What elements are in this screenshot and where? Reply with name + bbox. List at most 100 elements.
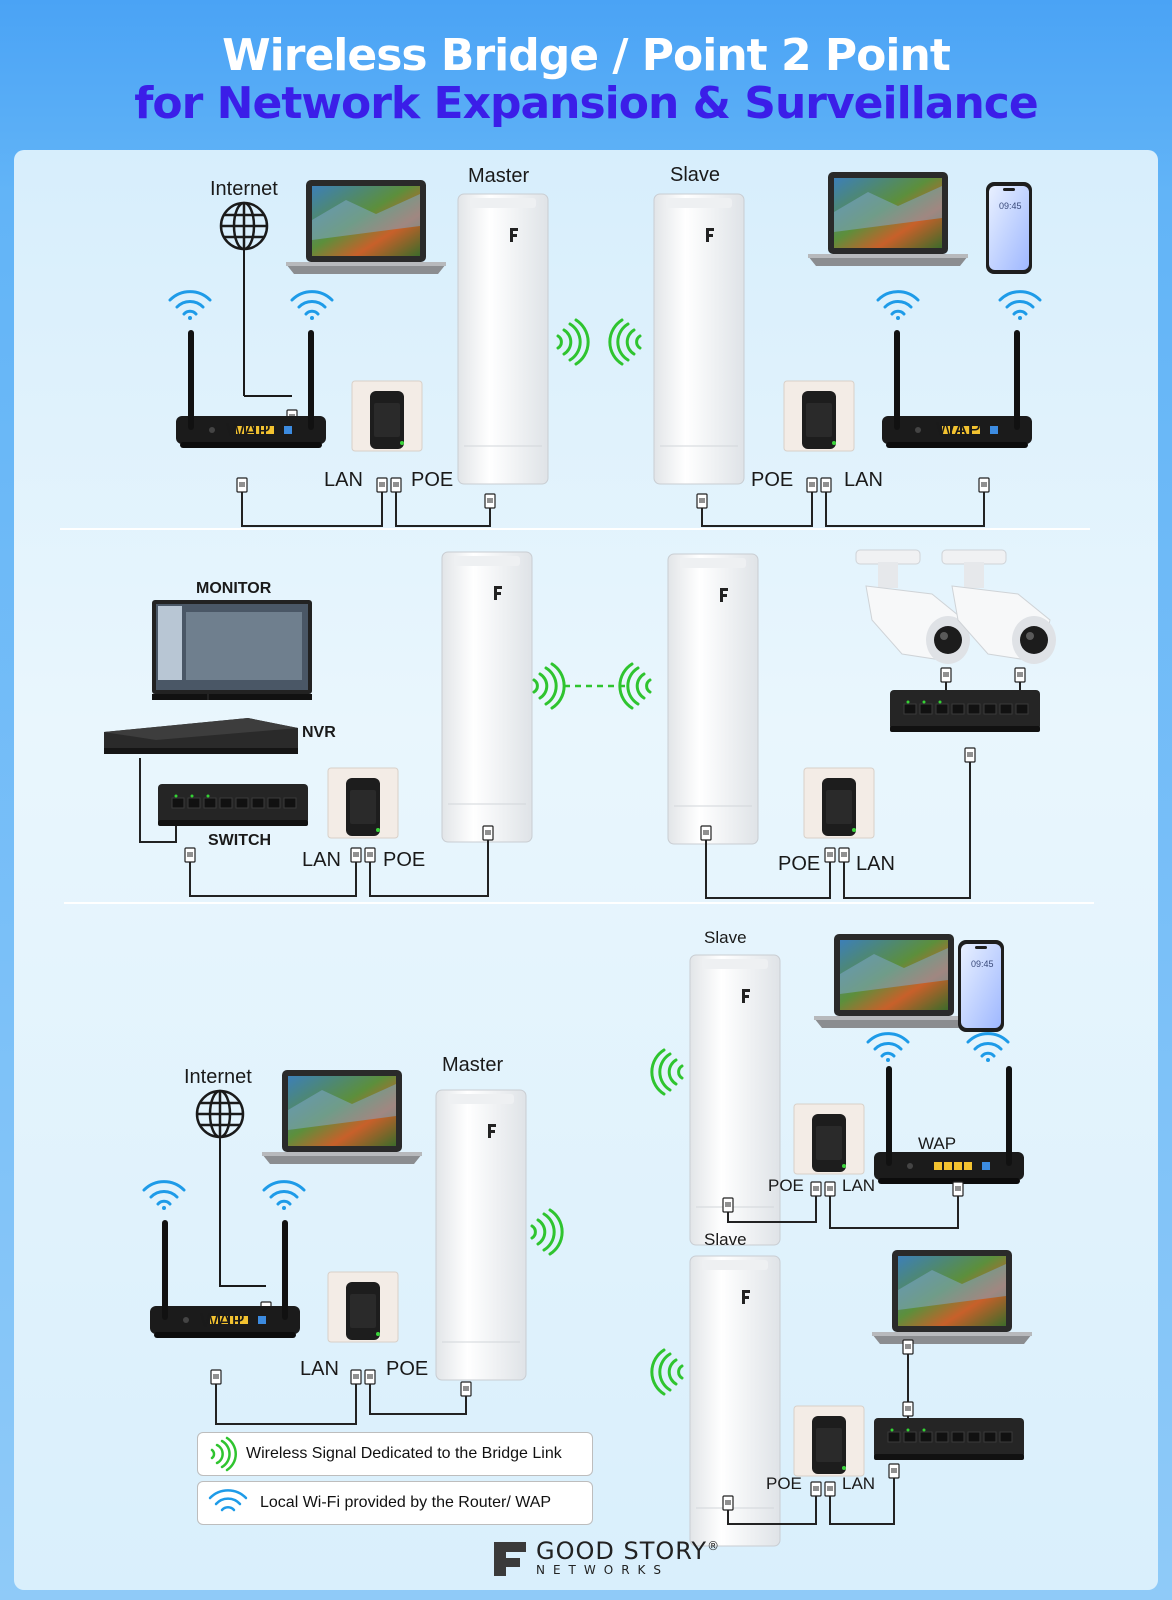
lan-label: LAN: [842, 1474, 876, 1493]
rj45-icon: [902, 1339, 914, 1355]
rj45-icon: [978, 477, 990, 493]
phone-time: 09:45: [971, 959, 994, 969]
poe-label: POE: [778, 853, 821, 875]
phone-icon: [986, 182, 1032, 274]
switch-icon: [873, 1417, 1025, 1461]
laptop-icon: [286, 180, 446, 274]
wifi-icon: [966, 1032, 1010, 1064]
bridge-signal-icon: [530, 1208, 564, 1256]
rj45-icon: [390, 477, 402, 493]
lan-label: LAN: [842, 1176, 876, 1195]
cpe-master-icon: [457, 193, 549, 485]
bridge-signal-icon: [608, 318, 642, 366]
slave-label: Slave: [704, 928, 747, 947]
diagram-panel: [14, 150, 1158, 1590]
lan-label: LAN: [324, 469, 363, 491]
rj45-icon: [810, 1481, 822, 1497]
rj45-icon: [460, 1381, 472, 1397]
wap-label: WAP: [200, 1310, 245, 1332]
rj45-icon: [940, 667, 952, 683]
wap-label: WAP: [226, 420, 271, 442]
brand-mark-icon: [494, 1542, 526, 1576]
rj45-icon: [722, 1197, 734, 1213]
wifi-icon: [290, 290, 334, 322]
poe-label: POE: [411, 469, 454, 491]
cpe-slave-icon: [667, 553, 759, 845]
internet-label: Internet: [184, 1066, 252, 1088]
rj45-icon: [1014, 667, 1026, 683]
rj45-icon: [824, 1181, 836, 1197]
master-label: Master: [468, 165, 530, 187]
title-line-1: Wireless Bridge / Point 2 Point: [222, 30, 951, 81]
wifi-icon: [866, 1032, 910, 1064]
rj45-icon: [482, 825, 494, 841]
scene3-cables: [215, 1196, 959, 1525]
router-icon: [874, 1066, 1024, 1184]
rj45-icon: [838, 847, 850, 863]
rj45-icon: [810, 1181, 822, 1197]
rj45-icon: [824, 1481, 836, 1497]
legend-bridge: Wireless Signal Dedicated to the Bridge …: [197, 1432, 593, 1476]
wifi-icon: [998, 290, 1042, 322]
rj45-icon: [350, 847, 362, 863]
rj45-icon: [236, 477, 248, 493]
rj45-icon: [964, 747, 976, 763]
poe-injector-icon: [783, 380, 855, 452]
laptop-icon: [872, 1250, 1032, 1344]
rj45-icon: [484, 493, 496, 509]
bridge-signal-icon: [210, 1436, 237, 1472]
rj45-icon: [350, 1369, 362, 1385]
section-divider-1: [60, 528, 1090, 530]
brand-logo: GOOD STORY® NETWORKS: [490, 1538, 719, 1578]
laptop-icon: [814, 934, 974, 1028]
rj45-icon: [700, 825, 712, 841]
wifi-icon: [142, 1180, 186, 1212]
internet-label: Internet: [210, 178, 278, 200]
legend-wifi-text: Local Wi-Fi provided by the Router/ WAP: [260, 1494, 552, 1511]
rj45-icon: [364, 847, 376, 863]
rj45-icon: [210, 1369, 222, 1385]
master-label: Master: [442, 1054, 504, 1076]
rj45-icon: [902, 1401, 914, 1417]
cpe-slave-icon: [689, 1255, 781, 1547]
legend-wifi: Local Wi-Fi provided by the Router/ WAP: [197, 1481, 593, 1525]
rj45-icon: [820, 477, 832, 493]
poe-injector-icon: [327, 767, 399, 839]
brand-sub: NETWORKS: [536, 1563, 670, 1577]
lan-label: LAN: [302, 849, 341, 871]
poe-injector-icon: [351, 380, 423, 452]
camera-icon: [855, 549, 971, 665]
cpe-master-icon: [435, 1089, 527, 1381]
nvr-label: NVR: [302, 724, 336, 741]
brand-registered: ®: [707, 1539, 720, 1553]
internet-cable: [219, 1138, 266, 1287]
rj45-icon: [952, 1181, 964, 1197]
poe-label: POE: [751, 469, 794, 491]
rj45-icon: [696, 493, 708, 509]
scene1-cables: [241, 492, 985, 527]
cpe-master-icon: [441, 551, 533, 843]
poe-injector-icon: [803, 767, 875, 839]
rj45-icon: [184, 847, 196, 863]
rj45-icon: [888, 1463, 900, 1479]
poe-label: POE: [383, 849, 426, 871]
bridge-signal-icon: [650, 1048, 684, 1096]
slave-label: Slave: [670, 164, 721, 186]
rj45-icon: [806, 477, 818, 493]
title-line-2: for Network Expansion & Surveillance: [134, 78, 1038, 129]
bridge-signal-icon: [556, 318, 590, 366]
switch-icon: [889, 689, 1041, 733]
monitor-label: MONITOR: [196, 580, 272, 597]
poe-label: POE: [386, 1358, 429, 1380]
lan-label: LAN: [300, 1358, 339, 1380]
laptop-icon: [808, 172, 968, 266]
rj45-icon: [824, 847, 836, 863]
wifi-icon: [168, 290, 212, 322]
internet-globe-icon: [195, 1089, 245, 1139]
lan-label: LAN: [856, 853, 895, 875]
rj45-icon: [376, 477, 388, 493]
nvr-icon: [104, 718, 298, 754]
poe-label: POE: [768, 1176, 804, 1195]
bridge-signal-icon: [650, 1348, 684, 1396]
laptop-icon: [262, 1070, 422, 1164]
